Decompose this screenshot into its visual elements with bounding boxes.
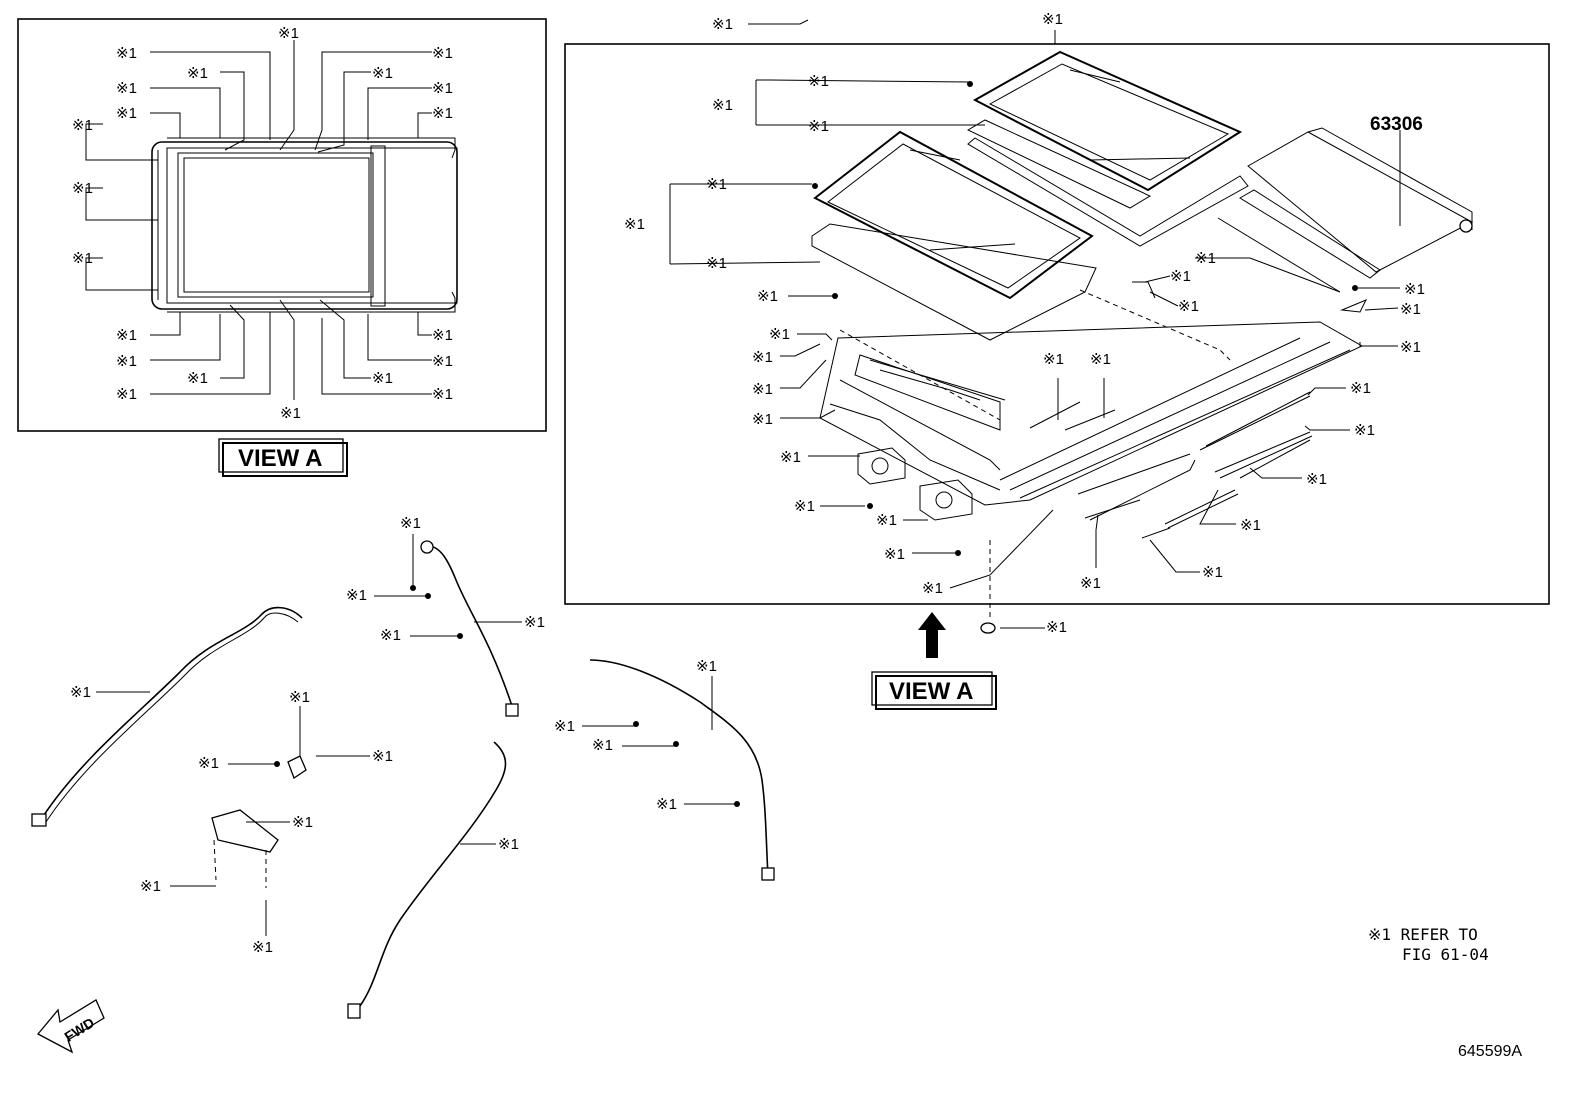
refer-note-line2: FIG 61-04 (1402, 945, 1489, 964)
sunroof-motor-units (857, 447, 973, 521)
ref-label: ※1 (1354, 422, 1375, 439)
view-a-caption: VIEW A (218, 438, 348, 477)
ref-label: ※1 (116, 80, 137, 97)
ref-label: ※1 (808, 73, 829, 90)
ref-label: ※1 (72, 250, 93, 267)
view-a-frame-drawing (151, 137, 458, 313)
ref-label: ※1 (876, 512, 897, 529)
ref-label: ※1 (1170, 268, 1191, 285)
ref-label: ※1 (72, 117, 93, 134)
ref-label: ※1 (252, 939, 273, 956)
ref-label: ※1 (706, 176, 727, 193)
ref-label: ※1 (1400, 301, 1421, 318)
ref-label: ※1 (1043, 351, 1064, 368)
drive-rails (1029, 281, 1368, 539)
ref-label: ※1 (278, 25, 299, 42)
ref-label: ※1 (1178, 298, 1199, 315)
ref-label: ※1 (372, 748, 393, 765)
ref-label: ※1 (187, 65, 208, 82)
ref-label: ※1 (592, 737, 613, 754)
ref-label: ※1 (116, 386, 137, 403)
ref-label: ※1 (1306, 471, 1327, 488)
ref-label: ※1 (524, 614, 545, 631)
ref-label: ※1 (372, 65, 393, 82)
drain-hoses (31, 534, 775, 1019)
ref-label: ※1 (794, 498, 815, 515)
ref-label: ※1 (808, 118, 829, 135)
fasteners (812, 81, 1358, 634)
ref-label: ※1 (380, 627, 401, 644)
view-a-pointer-label: VIEW A (889, 678, 973, 705)
view-a-pointer: VIEW A (871, 612, 997, 710)
ref-label: ※1 (1080, 575, 1101, 592)
ref-label: ※1 (116, 327, 137, 344)
ref-label: ※1 (346, 587, 367, 604)
ref-label: ※1 (116, 353, 137, 370)
ref-label: ※1 (292, 814, 313, 831)
sunshade-63306 (1217, 127, 1474, 293)
view-a-leaders (85, 40, 432, 400)
ref-label: ※1 (116, 45, 137, 62)
ref-label: ※1 (752, 349, 773, 366)
ref-label: ※1 (432, 80, 453, 97)
ref-label: ※1 (884, 546, 905, 563)
figure-number: 645599A (1458, 1043, 1522, 1060)
ref-label: ※1 (1240, 517, 1261, 534)
ref-label: ※1 (187, 370, 208, 387)
ref-label: ※1 (372, 370, 393, 387)
ref-label: ※1 (656, 796, 677, 813)
ref-label: ※1 (712, 16, 733, 33)
ref-label: ※1 (1400, 339, 1421, 356)
view-a-title: VIEW A (238, 445, 322, 472)
ref-label: ※1 (554, 718, 575, 735)
ref-label: ※1 (289, 689, 310, 706)
ref-label: ※1 (198, 755, 219, 772)
ref-label: ※1 (752, 411, 773, 428)
part-number-63306: 63306 (1370, 114, 1423, 135)
ref-label: ※1 (432, 353, 453, 370)
sunroof-housing (819, 289, 1364, 506)
ref-label: ※1 (752, 381, 773, 398)
fwd-arrow-icon: FWD (36, 999, 105, 1054)
ref-label: ※1 (432, 105, 453, 122)
ref-label: ※1 (432, 327, 453, 344)
main-assembly: 63306 (564, 11, 1550, 636)
view-a-frame (17, 18, 547, 432)
ref-label: ※1 (116, 105, 137, 122)
assembly-frame (564, 43, 1550, 605)
ref-label: ※1 (712, 97, 733, 114)
ref-label: ※1 (432, 45, 453, 62)
ref-label: ※1 (432, 386, 453, 403)
ref-label: ※1 (72, 180, 93, 197)
ref-label: ※1 (70, 684, 91, 701)
ref-label: ※1 (1090, 351, 1111, 368)
rear-glass-panel (966, 50, 1249, 247)
ref-label: ※1 (624, 216, 645, 233)
refer-note-line1: ※1 REFER TO (1368, 925, 1478, 944)
ref-label: ※1 (780, 449, 801, 466)
ref-label: ※1 (1046, 619, 1067, 636)
view-a-inset: ※1 ※1 ※1 ※1 ※1 ※1 ※1 ※1 ※1 ※1 ※1 ※1 ※1 ※… (17, 18, 547, 432)
ref-label: ※1 (1195, 250, 1216, 267)
main-leaders (669, 19, 1400, 629)
ref-label: ※1 (706, 255, 727, 272)
ref-label: ※1 (140, 878, 161, 895)
ref-label: ※1 (400, 515, 421, 532)
ref-label: ※1 (922, 580, 943, 597)
ref-label: ※1 (696, 658, 717, 675)
front-glass-panel (811, 130, 1097, 341)
ref-label: ※1 (769, 326, 790, 343)
ref-label: ※1 (1202, 564, 1223, 581)
ref-label: ※1 (1404, 281, 1425, 298)
ref-label: ※1 (1042, 11, 1063, 28)
ref-label: ※1 (1350, 380, 1371, 397)
ref-label: ※1 (280, 405, 301, 422)
ref-label: ※1 (757, 288, 778, 305)
ref-label: ※1 (498, 836, 519, 853)
